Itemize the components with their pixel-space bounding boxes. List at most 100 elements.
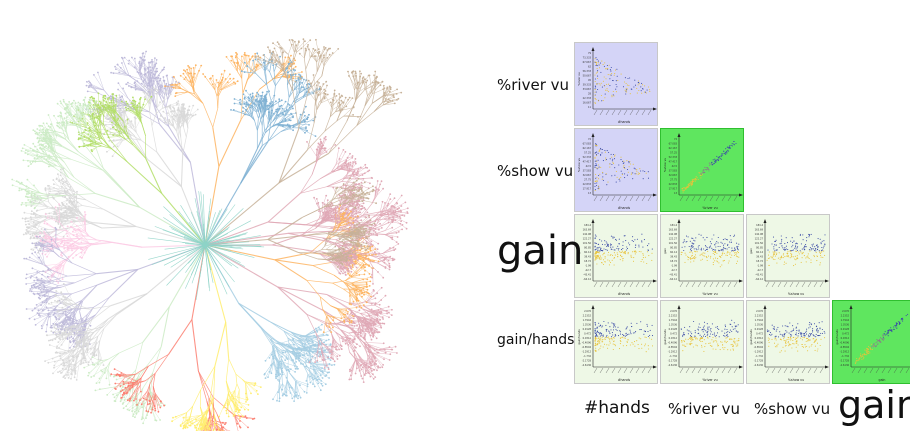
scatter-point — [784, 345, 786, 347]
y-tick-label: 37.583 — [583, 170, 592, 173]
scatter-point — [808, 257, 810, 260]
scatter-point — [684, 261, 686, 263]
scatter-point — [613, 158, 616, 160]
scatter-point — [819, 264, 821, 266]
scatter-point — [612, 153, 615, 156]
scatter-point — [766, 331, 769, 333]
tree-branch — [204, 180, 409, 285]
scatter-point — [721, 254, 723, 257]
scatter-point — [735, 252, 737, 254]
scatter-point — [868, 351, 870, 353]
scatter-point — [690, 341, 692, 343]
scatter-point — [694, 180, 696, 182]
scatter-point — [722, 152, 724, 155]
scatter-point — [689, 338, 692, 340]
scatter-point — [647, 86, 650, 88]
y-tick-label: 52.333 — [583, 156, 592, 159]
scatter-point — [594, 166, 596, 168]
scatter-point — [595, 324, 597, 326]
scatter-point — [633, 341, 636, 343]
scatter-point — [780, 350, 782, 352]
scatter-point — [623, 166, 625, 169]
scatter-point — [617, 79, 619, 81]
scatter-point — [709, 257, 712, 259]
y-tick-label: -64.12 — [669, 278, 677, 281]
y-tick-label: 80.85 — [756, 247, 763, 250]
scatter-point — [701, 346, 703, 348]
scatter-point — [795, 246, 797, 248]
scatter-point — [809, 335, 811, 337]
scatter-point — [780, 339, 782, 341]
scatter-point — [716, 252, 718, 254]
scatter-point — [610, 248, 612, 250]
y-tick-label: 18.72 — [670, 260, 677, 263]
scatter-point — [719, 245, 721, 248]
scatter-point — [809, 339, 811, 341]
scatter-point — [688, 343, 690, 345]
scatter-point — [718, 156, 720, 158]
scatter-point — [725, 254, 727, 256]
scatter-point — [869, 347, 872, 350]
scatter-point — [697, 329, 700, 331]
scatter-point — [691, 254, 693, 256]
y-tick-label: -2.6136 — [840, 364, 850, 367]
scatter-point — [709, 246, 711, 248]
scatter-point — [629, 331, 632, 333]
scatter-point — [606, 150, 608, 152]
scatter-point — [870, 348, 872, 351]
scatter-point — [732, 249, 734, 251]
scatter-point — [810, 345, 812, 347]
scatter-point — [690, 261, 692, 263]
scatter-point — [784, 332, 786, 334]
scatter-point — [713, 162, 715, 164]
scatter-point — [768, 251, 770, 253]
scatter-point — [783, 263, 785, 266]
scatter-point — [611, 156, 613, 158]
scatter-point — [882, 335, 884, 337]
scatter-point — [595, 257, 597, 259]
y-tick-label: 22.333 — [583, 97, 592, 100]
scatter-point — [820, 251, 822, 253]
scatter-point — [704, 252, 706, 254]
scatter-point — [860, 356, 862, 358]
scatter-point — [640, 251, 642, 253]
scatter-point — [782, 254, 784, 256]
scatter-point — [596, 256, 598, 258]
scatter-point — [767, 339, 769, 341]
scatter-point — [722, 246, 725, 248]
tree-branch — [171, 244, 262, 431]
scatter-point — [819, 251, 821, 254]
scatter-point — [604, 261, 606, 263]
scatter-point — [684, 345, 686, 347]
scatter-point — [722, 260, 724, 262]
scatter-point — [810, 323, 812, 325]
y-axis-label: %show vu — [577, 158, 581, 172]
scatter-point — [700, 173, 703, 175]
scatter-point — [596, 331, 598, 333]
scatter-point — [647, 335, 649, 338]
scatter-point — [771, 324, 773, 326]
scatter-point — [605, 249, 607, 251]
scatter-point — [813, 248, 815, 250]
scatter-point — [697, 178, 699, 181]
scatter-point — [599, 62, 601, 64]
scatter-point — [707, 247, 709, 249]
scatter-point — [632, 240, 634, 243]
scatter-point — [776, 346, 778, 348]
y-tick-label: 101.56 — [755, 242, 764, 245]
scatter-point — [883, 333, 885, 335]
y-tick-label: 62.167 — [583, 147, 592, 150]
scatter-point — [720, 153, 723, 155]
scatter-point — [596, 252, 598, 254]
scatter-point — [779, 243, 781, 245]
